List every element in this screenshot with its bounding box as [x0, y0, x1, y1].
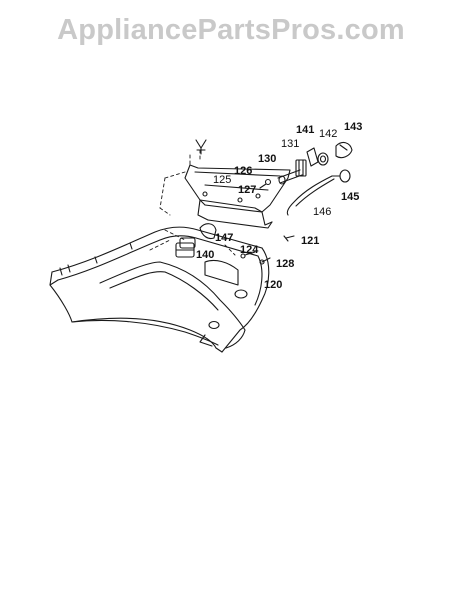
callout-141: 141: [296, 124, 314, 136]
callout-121: 121: [301, 235, 319, 247]
callout-131: 131: [281, 138, 299, 150]
callout-145: 145: [341, 191, 359, 203]
callout-140: 140: [196, 249, 214, 261]
small-parts-cluster: [179, 178, 295, 265]
callout-142: 142: [319, 128, 337, 140]
callout-147: 147: [215, 232, 233, 244]
callout-127: 127: [238, 184, 256, 196]
callout-124: 124: [240, 244, 259, 256]
screw-marker-top: [195, 139, 207, 155]
mounting-bracket-125: [184, 164, 291, 229]
callout-146: 146: [313, 206, 331, 218]
callout-120: 120: [264, 279, 282, 291]
callout-128: 128: [276, 258, 294, 270]
callout-125: 125: [213, 174, 231, 186]
control-housing-120: [49, 226, 270, 353]
callout-130: 130: [258, 153, 276, 165]
shaft-assembly: [277, 141, 353, 216]
callout-labels: 143 141 142 131 130 126 125 127 145 146 …: [196, 121, 362, 291]
callout-126: 126: [234, 165, 252, 177]
watermark-logo: AppliancePartsPros.com: [57, 14, 405, 46]
callout-143: 143: [344, 121, 362, 133]
